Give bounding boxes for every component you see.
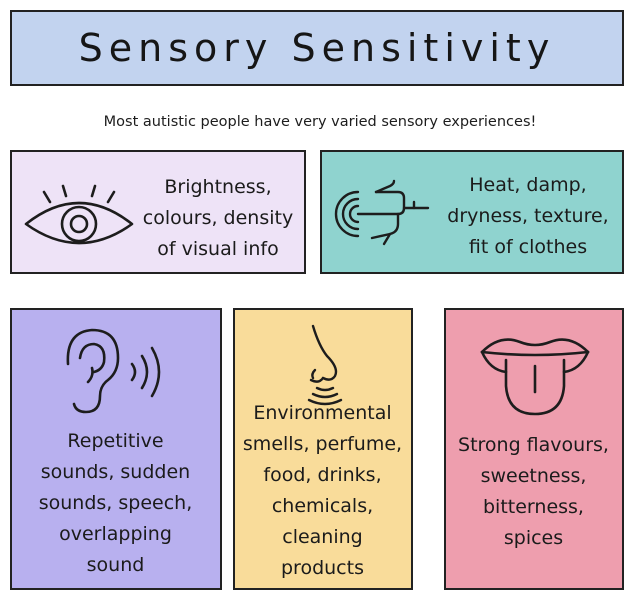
card-taste-text: Strong flavours, sweetness, bitterness, … bbox=[446, 430, 621, 554]
ear-icon bbox=[54, 324, 174, 420]
card-hearing-line: sound bbox=[86, 554, 145, 576]
hand-touch-icon bbox=[328, 178, 436, 250]
card-smell-text: Environmental smells, perfume, food, dri… bbox=[235, 398, 410, 584]
card-sight-line: of visual info bbox=[157, 238, 279, 260]
card-taste-line: sweetness, bbox=[480, 465, 587, 487]
card-taste: Strong flavours, sweetness, bitterness, … bbox=[444, 308, 624, 590]
card-sight: Brightness, colours, density of visual i… bbox=[10, 150, 306, 274]
card-touch-line: dryness, texture, bbox=[447, 205, 609, 227]
card-hearing-line: overlapping bbox=[59, 523, 172, 545]
card-taste-line: bitterness, bbox=[483, 496, 584, 518]
card-taste-line: Strong flavours, bbox=[458, 434, 609, 456]
card-hearing-line: sounds, sudden bbox=[40, 461, 191, 483]
card-smell: Environmental smells, perfume, food, dri… bbox=[233, 308, 413, 590]
card-taste-line: spices bbox=[503, 527, 564, 549]
card-sight-text: Brightness, colours, density of visual i… bbox=[132, 172, 304, 265]
card-smell-line: smells, perfume, bbox=[242, 433, 403, 455]
card-touch-line: fit of clothes bbox=[468, 236, 588, 258]
subtitle: Most autistic people have very varied se… bbox=[103, 114, 537, 130]
nose-icon bbox=[297, 322, 353, 406]
page-title: Sensory Sensitivity bbox=[78, 26, 556, 70]
tongue-icon bbox=[476, 330, 594, 418]
card-sight-line: Brightness, bbox=[164, 176, 272, 198]
eye-icon bbox=[20, 184, 138, 254]
title-banner: Sensory Sensitivity bbox=[10, 10, 624, 86]
card-smell-line: food, drinks, bbox=[263, 464, 382, 486]
card-touch: Heat, damp, dryness, texture, fit of clo… bbox=[320, 150, 624, 274]
card-hearing-line: Repetitive bbox=[67, 430, 164, 452]
card-touch-text: Heat, damp, dryness, texture, fit of clo… bbox=[434, 170, 622, 263]
card-hearing: Repetitive sounds, sudden sounds, speech… bbox=[10, 308, 222, 590]
card-sight-line: colours, density bbox=[142, 207, 294, 229]
card-smell-line: cleaning bbox=[282, 526, 363, 548]
card-smell-line: products bbox=[281, 557, 364, 579]
card-touch-line: Heat, damp, bbox=[469, 174, 587, 196]
card-smell-line: chemicals, bbox=[271, 495, 374, 517]
card-hearing-text: Repetitive sounds, sudden sounds, speech… bbox=[12, 426, 219, 581]
card-smell-line: Environmental bbox=[253, 402, 392, 424]
card-hearing-line: sounds, speech, bbox=[38, 492, 193, 514]
